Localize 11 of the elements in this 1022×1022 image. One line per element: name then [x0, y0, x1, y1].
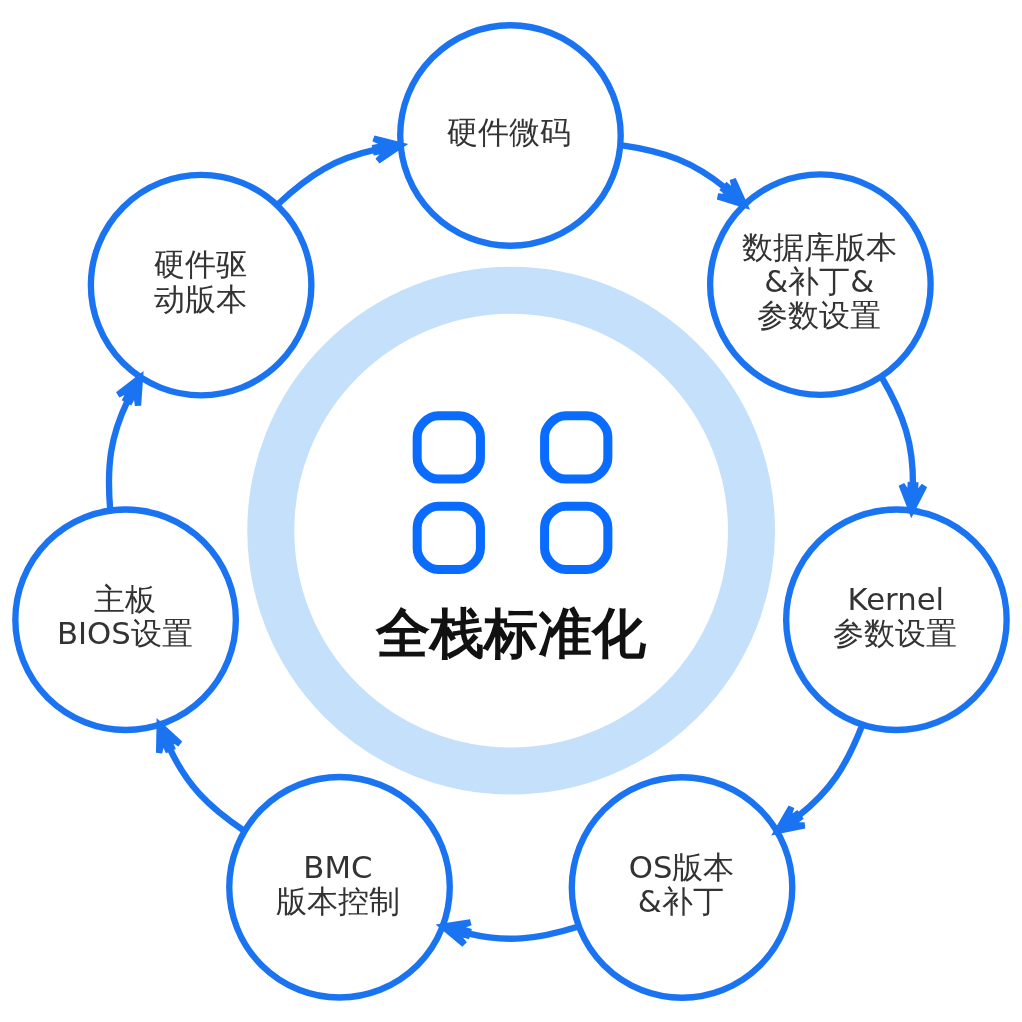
node-circle: OS版本&补丁 — [568, 773, 796, 1001]
arrow — [774, 723, 866, 834]
node-circle: 主板BIOS设置 — [12, 505, 239, 733]
node-circle: 硬件驱动版本 — [87, 171, 315, 399]
node-circle: 硬件微码 — [397, 21, 624, 249]
node-circle: Kernel参数设置 — [783, 505, 1010, 733]
node-circle: BMC版本控制 — [226, 773, 453, 1001]
node-circle: 数据库版本&补丁&参数设置 — [706, 170, 934, 398]
arrow — [620, 141, 748, 208]
arrow — [155, 721, 247, 833]
arrow — [105, 374, 144, 511]
